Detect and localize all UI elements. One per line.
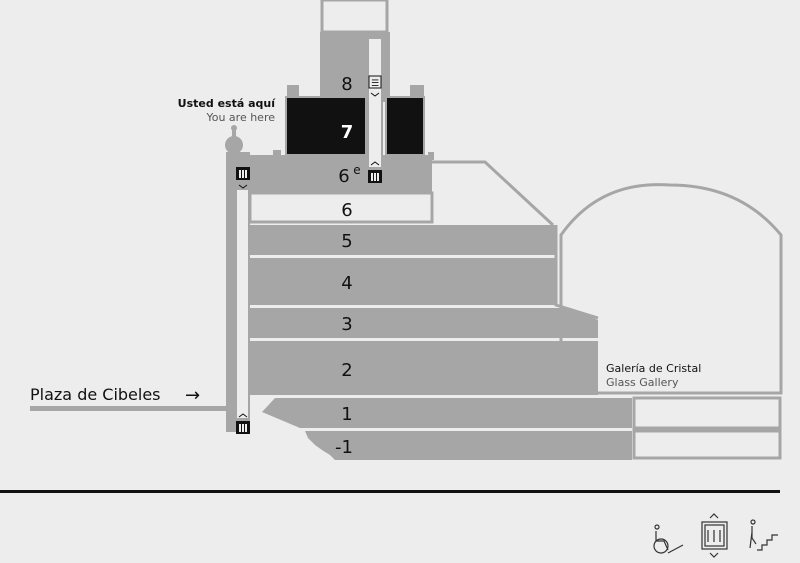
floor-7-block-right[interactable] [385, 96, 425, 156]
elevator-icon: ☰ [368, 75, 382, 97]
roof-outline [432, 160, 555, 227]
facade-outline [554, 225, 599, 320]
gallery-lower-box [632, 396, 782, 430]
you-are-here-es: Usted está aquí [178, 97, 277, 110]
wheelchair-ramp-icon [653, 524, 684, 554]
dome-spire [232, 128, 236, 138]
floor-label-5: 5 [341, 231, 352, 252]
floor-label-2: 2 [341, 360, 352, 381]
dome [225, 136, 243, 154]
left-shaft-inner [237, 190, 248, 418]
elevator-icon [368, 161, 382, 183]
bump [428, 152, 434, 160]
you-are-here-en: You are here [205, 111, 275, 124]
floor-6-block[interactable] [248, 191, 434, 224]
tower-top [320, 0, 389, 34]
floor-label-3: 3 [341, 314, 352, 335]
entrance-path [30, 406, 228, 411]
central-elevator-shaft [367, 37, 383, 169]
floor-4-block[interactable] [250, 258, 556, 305]
stairs-icon [749, 519, 778, 551]
entrance-label: Plaza de Cibeles [30, 385, 161, 404]
floor-label-6: 6 [341, 200, 352, 221]
bump [287, 85, 299, 99]
elevator-icon [236, 167, 250, 189]
floor-1-block[interactable] [262, 398, 632, 428]
gallery-lower-box [632, 429, 782, 460]
floor-label-6e-superscript: e [353, 163, 360, 177]
floor-label-minus1: -1 [335, 437, 353, 458]
entrance-arrow-icon: → [185, 385, 200, 406]
floor-label-1: 1 [341, 404, 352, 425]
floor-5-block[interactable] [250, 225, 556, 255]
gallery-label-en: Glass Gallery [606, 376, 679, 389]
elevator-icon [236, 413, 250, 434]
glass-gallery-outline[interactable] [559, 183, 783, 395]
elevator-icon [701, 513, 728, 558]
gallery-label-es: Galería de Cristal [606, 362, 701, 375]
floor-label-7: 7 [341, 122, 354, 143]
svg-text:☰: ☰ [371, 79, 379, 89]
floor-2-block[interactable] [250, 341, 598, 395]
bump [410, 85, 424, 99]
floor-3-block[interactable] [250, 308, 598, 338]
floor-label-8: 8 [341, 74, 352, 95]
floor-7-block-left[interactable] [285, 96, 367, 156]
floor-6e-block[interactable] [238, 155, 432, 192]
floor-label-6e: 6 [338, 166, 349, 187]
dome-finial [231, 125, 237, 131]
floor-label-4: 4 [341, 273, 352, 294]
ground-line [0, 490, 780, 493]
bump [273, 150, 281, 156]
floor-minus1-block[interactable] [305, 431, 632, 460]
